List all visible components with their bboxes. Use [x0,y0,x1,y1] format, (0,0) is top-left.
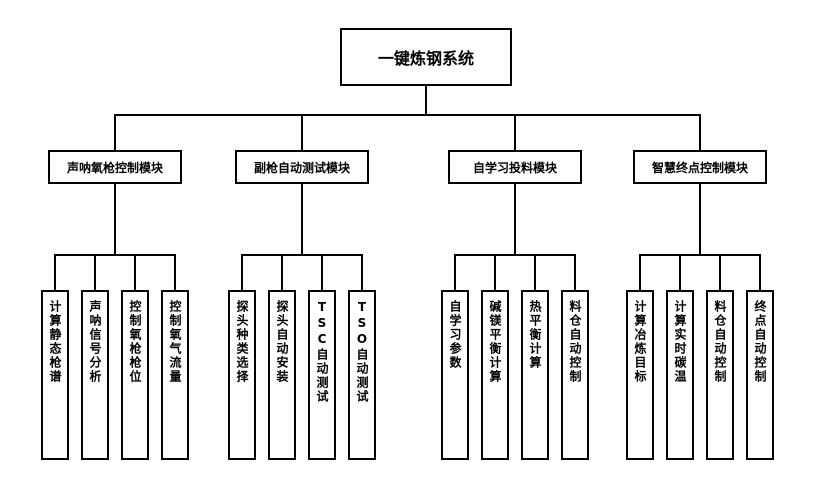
leaf-node: 探头自动安装 [268,290,296,460]
leaf-node-label: TSO自动测试 [355,300,369,404]
leaf-node-label: 控制氧枪枪位 [128,300,142,384]
root-node: 一键炼钢系统 [340,28,512,86]
root-node-label: 一键炼钢系统 [377,49,474,68]
leaf-node: 计算静态枪谱 [41,290,69,460]
leaf-node: 探头种类选择 [228,290,256,460]
leaf-node-label: 计算冶炼目标 [633,300,647,384]
leaf-node: TSC自动测试 [308,290,336,460]
leaf-node: 料仓自动控制 [561,290,589,460]
leaf-node: 计算冶炼目标 [626,290,654,460]
leaf-node-label: TSC自动测试 [315,300,329,404]
leaf-node: 碱镁平衡计算 [481,290,509,460]
module-node-smart-endpoint-control: 智慧终点控制模块 [633,150,767,184]
leaf-node: 计算实时碳温 [666,290,694,460]
leaf-node-label: 碱镁平衡计算 [488,300,502,384]
leaf-node-label: 计算静态枪谱 [48,300,62,384]
leaf-node: 控制氧枪枪位 [121,290,149,460]
module-node-self-learning-feeding: 自学习投料模块 [448,150,582,184]
leaf-node-label: 控制氧气流量 [168,300,182,384]
leaf-node: 自学习参数 [441,290,469,460]
leaf-node: 热平衡计算 [521,290,549,460]
leaf-node-label: 自学习参数 [448,300,462,370]
leaf-node-label: 计算实时碳温 [673,300,687,384]
leaf-node-label: 热平衡计算 [528,300,542,370]
leaf-node-label: 料仓自动控制 [713,300,727,384]
leaf-node: TSO自动测试 [348,290,376,460]
leaf-node: 控制氧气流量 [161,290,189,460]
leaf-node-label: 探头种类选择 [235,300,249,384]
module-node-label: 声呐氧枪控制模块 [66,160,163,175]
module-node-label: 智慧终点控制模块 [651,160,748,175]
leaf-node-label: 终点自动控制 [753,300,767,384]
leaf-node: 终点自动控制 [746,290,774,460]
module-node-label: 自学习投料模块 [472,160,557,175]
module-node-sonar-lance-control: 声呐氧枪控制模块 [48,150,182,184]
leaf-node: 声呐信号分析 [81,290,109,460]
leaf-node-label: 声呐信号分析 [88,300,102,384]
leaf-node-label: 探头自动安装 [275,300,289,384]
module-node-sublance-auto-test: 副枪自动测试模块 [235,150,369,184]
module-node-label: 副枪自动测试模块 [253,160,350,175]
leaf-node-label: 料仓自动控制 [568,300,582,384]
leaf-node: 料仓自动控制 [706,290,734,460]
